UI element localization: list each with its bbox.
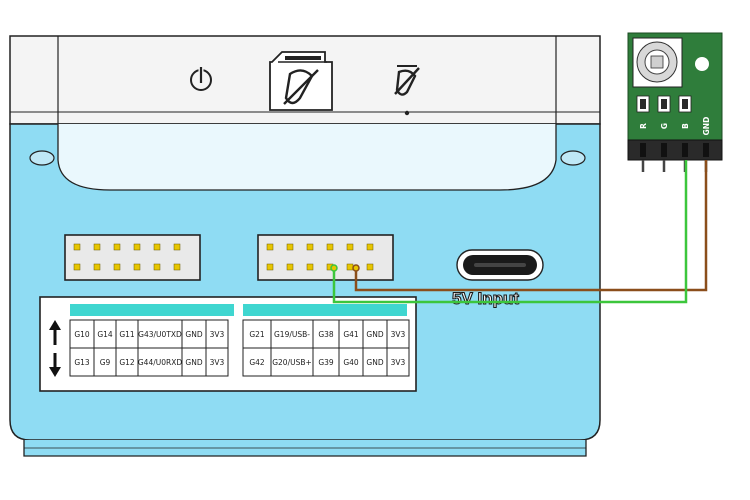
header-pin — [326, 243, 334, 251]
pin-label-cell: GND — [185, 358, 202, 367]
module-pin-label: G — [660, 123, 669, 129]
header-pin — [93, 263, 101, 271]
rgb-led-module: R G B GND — [627, 32, 723, 172]
header-pin — [113, 243, 121, 251]
header-pin — [133, 263, 141, 271]
mounting-hole — [695, 57, 709, 71]
pin-label-cell: 3V3 — [391, 330, 406, 339]
screw-left — [29, 150, 55, 166]
header-pin — [306, 263, 314, 271]
up-arrow-icon — [49, 320, 61, 345]
pin-label-cell: G10 — [74, 330, 90, 339]
pin-header-left — [64, 234, 201, 281]
header-pin — [346, 263, 354, 271]
pin-label-cell: G41 — [343, 330, 359, 339]
device-bezel — [57, 124, 557, 191]
module-pin-label: R — [639, 123, 648, 129]
pin-label-cell: 3V3 — [391, 358, 406, 367]
wire-blue-endpoint — [330, 264, 338, 272]
header-pin — [153, 263, 161, 271]
header-pin — [266, 243, 274, 251]
resistor-body — [640, 99, 646, 109]
pin-label-cell: 3V3 — [210, 358, 225, 367]
power-icon[interactable] — [190, 66, 212, 91]
input-label: 5V Input — [452, 289, 519, 308]
pin-label-cell: G43/U0TXD — [138, 330, 182, 339]
pin-label-cell: G21 — [249, 330, 265, 339]
module-header-socket — [661, 143, 667, 157]
no-sd-icon — [269, 51, 333, 111]
pin-label-cell: G11 — [119, 330, 135, 339]
header-pin — [73, 263, 81, 271]
pin-label-cell: GND — [366, 358, 383, 367]
header-pin — [173, 243, 181, 251]
pin-header-right — [257, 234, 394, 281]
wire-gnd-endpoint — [352, 264, 360, 272]
pin-label-cell: G20/USB+ — [272, 358, 312, 367]
pin-label-cell: G42 — [249, 358, 265, 367]
header-pin — [73, 243, 81, 251]
pin-label-cell: GND — [366, 330, 383, 339]
down-arrow-icon — [49, 353, 61, 377]
usb-c-port[interactable] — [456, 249, 544, 281]
pin-label-cell: G9 — [100, 358, 111, 367]
wire-gnd-brown — [354, 160, 708, 292]
pin-label-cell: G14 — [97, 330, 113, 339]
screw-right — [560, 150, 586, 166]
pin-label-cell: G39 — [318, 358, 334, 367]
header-pin — [93, 243, 101, 251]
header-pin — [173, 263, 181, 271]
header-pin — [266, 263, 274, 271]
resistor-body — [682, 99, 688, 109]
module-header-socket — [703, 143, 709, 157]
header-pin — [366, 263, 374, 271]
pin-label-cell: 3V3 — [210, 330, 225, 339]
no-sim-icon — [394, 65, 420, 116]
wire-blue-green — [332, 160, 688, 304]
pin-label-cell: G12 — [119, 358, 135, 367]
pin-label-cell: G38 — [318, 330, 334, 339]
pin-label-cell: G40 — [343, 358, 359, 367]
pin-label-cell: GND — [185, 330, 202, 339]
pin-label-cell: G19/USB- — [274, 330, 310, 339]
header-pin — [133, 243, 141, 251]
module-header-socket — [682, 143, 688, 157]
header-pin — [153, 243, 161, 251]
module-pin-label: B — [681, 123, 690, 129]
header-pin — [113, 263, 121, 271]
module-header-socket — [640, 143, 646, 157]
header-pin — [366, 243, 374, 251]
header-pin — [306, 243, 314, 251]
pin-label-cell: G44/U0RXD — [138, 358, 182, 367]
pin-label-cell: G13 — [74, 358, 90, 367]
module-pin-label: GND — [702, 117, 711, 136]
header-pin — [286, 263, 294, 271]
resistor-body — [661, 99, 667, 109]
header-pin — [286, 243, 294, 251]
header-pin — [346, 243, 354, 251]
